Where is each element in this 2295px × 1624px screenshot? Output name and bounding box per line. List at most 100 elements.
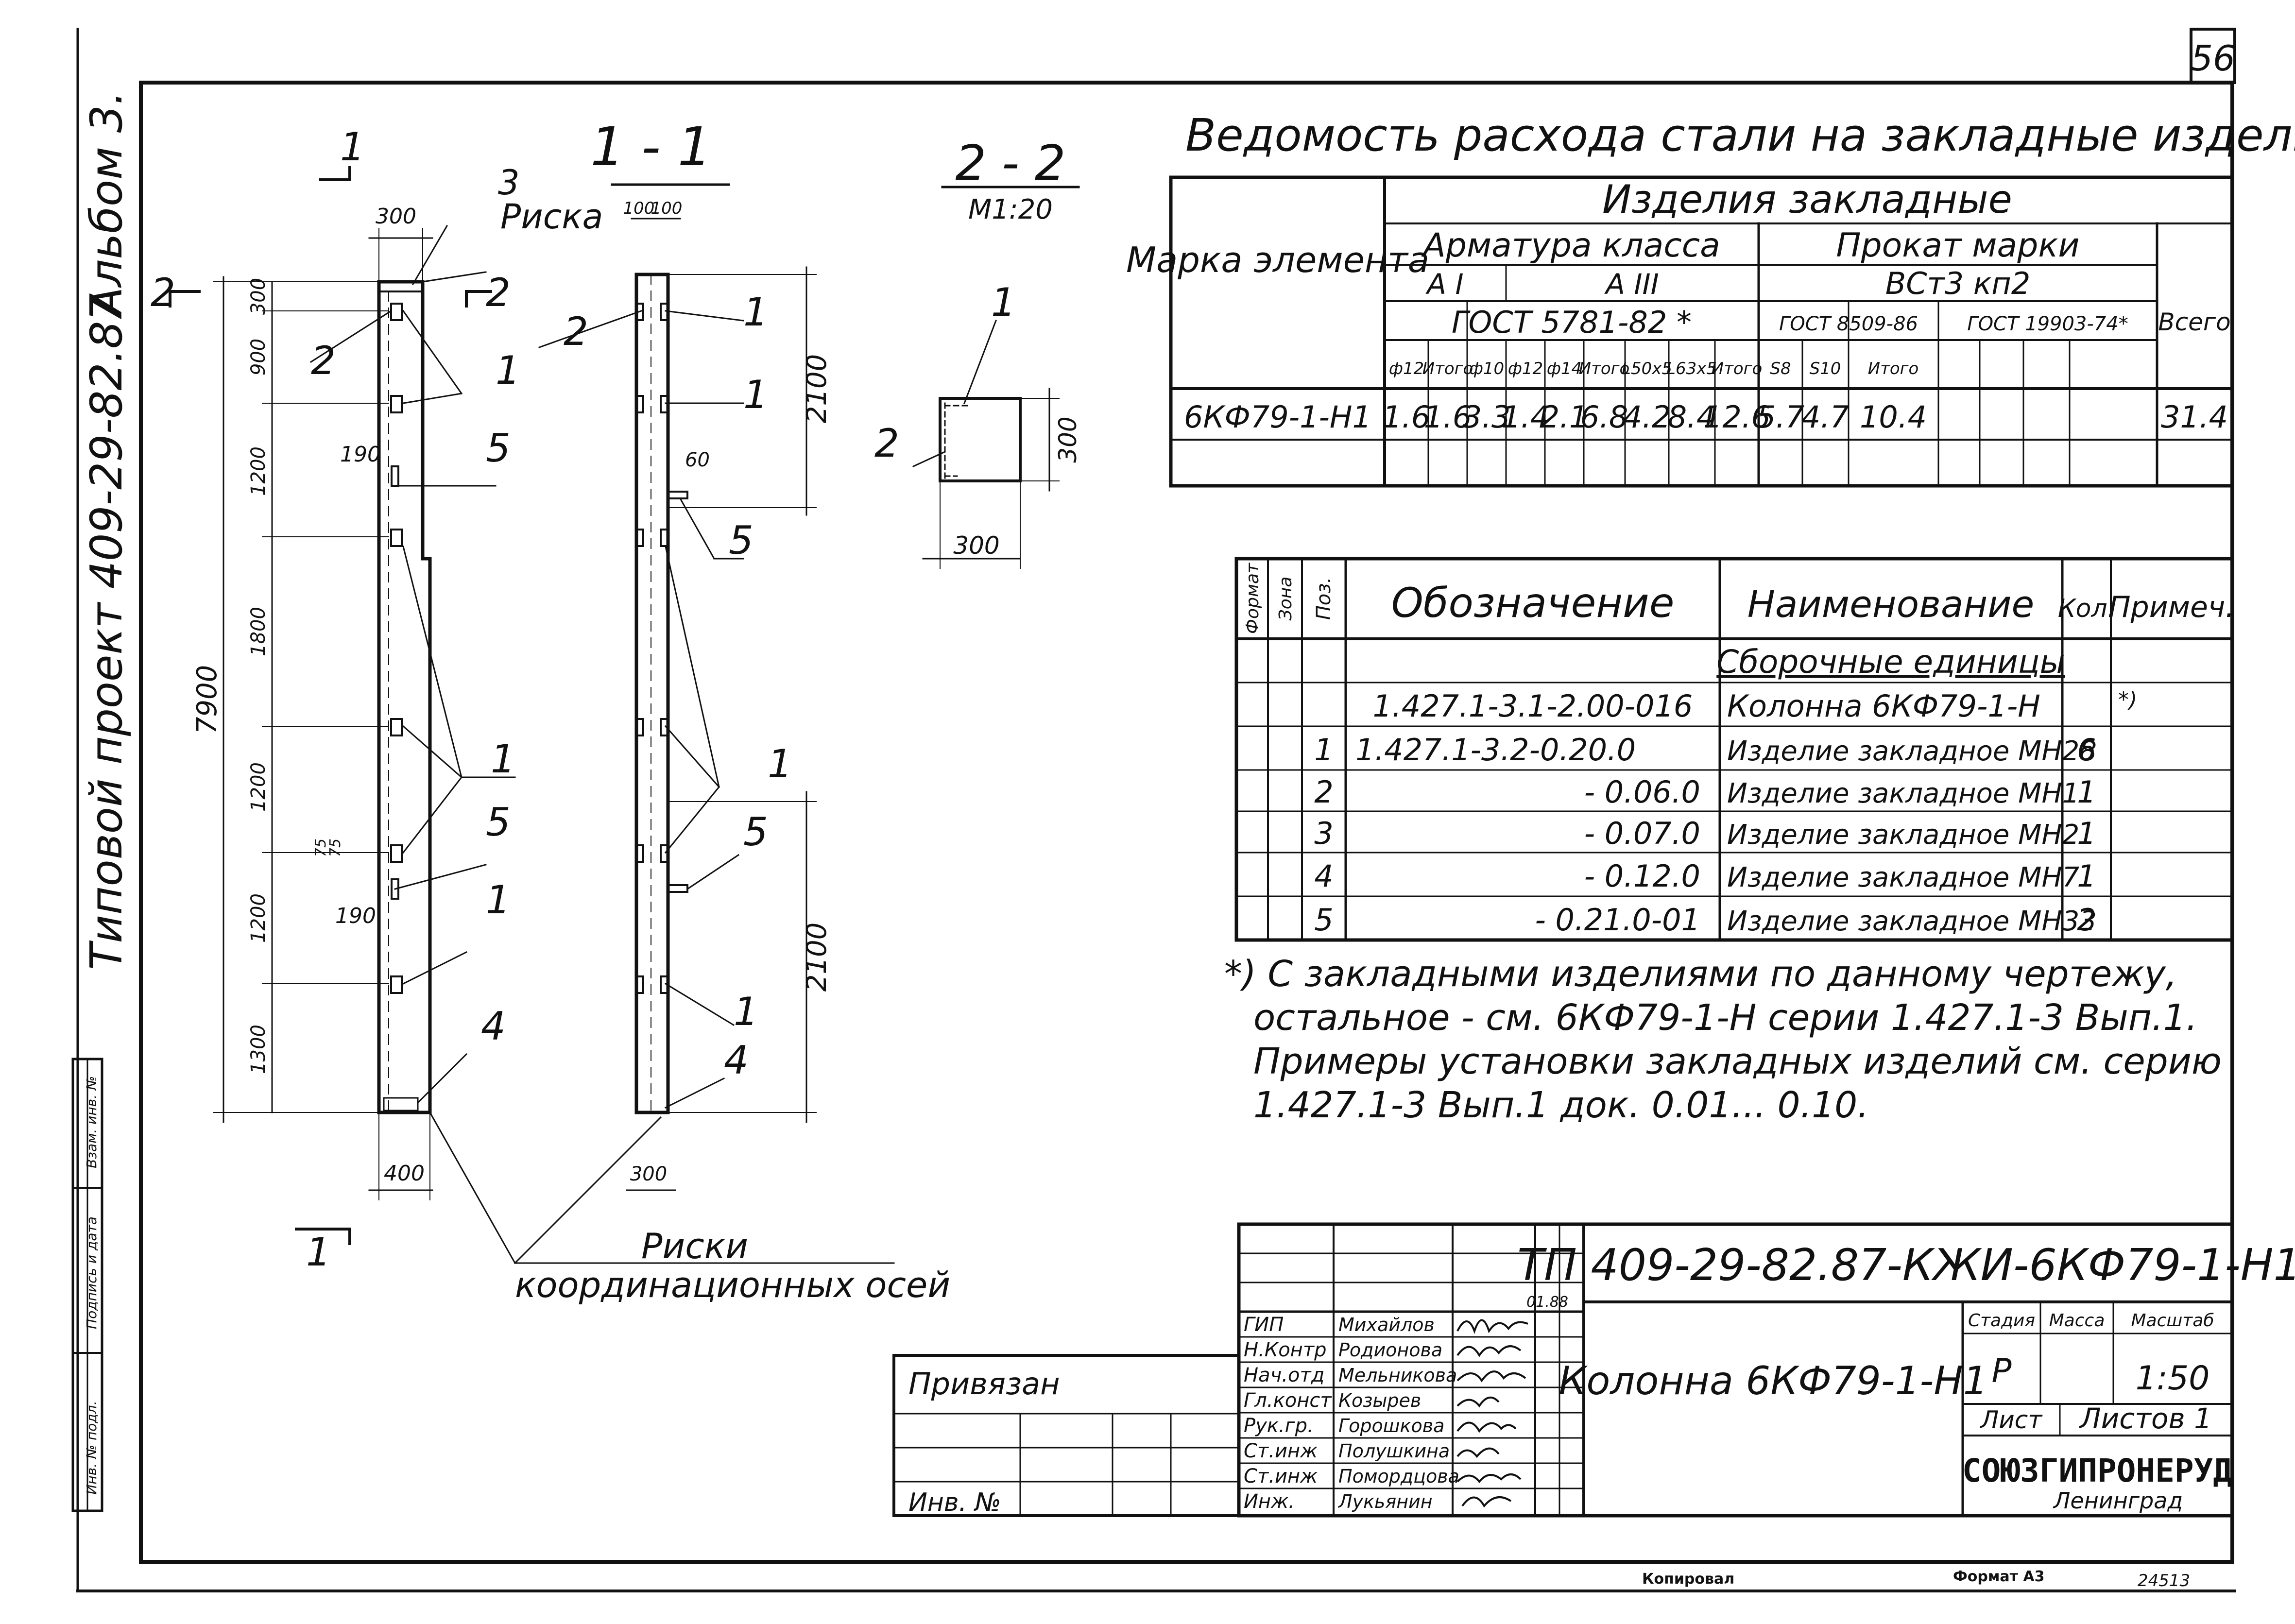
steel-subheader: L63х5 (1666, 359, 1717, 378)
spec-row: 5 - 0.21.0-01 Изделие закладное МН33 2 (1314, 902, 2097, 938)
title-stage-label: Стадия (1968, 1311, 2035, 1331)
dimension-label: 900 (247, 339, 270, 376)
steel-subheaders: ф12 Итого ф10 ф12 ф14 Итого L50х5 L63х5 … (1389, 359, 1919, 378)
title-doc-code: ТП 409-29-82.87-КЖИ-6КФ79-1-Н1 (1517, 1240, 2295, 1291)
dimension-label: 100 (651, 199, 683, 218)
spec-row: 1 1.427.1-3.2-0.20.0 Изделие закладное М… (1314, 732, 2097, 768)
spec-pos: 2 (1314, 774, 1333, 810)
steel-class-a1: А I (1425, 268, 1463, 301)
section-1-1 (538, 183, 817, 1191)
inventory-stamp: 24513 (2138, 1571, 2190, 1590)
title-person: Родионова (1338, 1339, 1442, 1361)
position-callout: 2 (874, 421, 899, 466)
steel-class-a3: А III (1604, 268, 1659, 301)
position-callout: 1 (743, 290, 768, 335)
footnote-line: остальное - см. 6КФ79-1-Н серии 1.427.1-… (1253, 997, 2197, 1039)
spec-header-name: Наименование (1747, 582, 2035, 626)
title-role: Рук.гр. (1244, 1415, 1314, 1437)
spec-pos: 5 (1314, 902, 1333, 938)
spec-name: Изделие закладное МН7 (1727, 862, 2080, 893)
section-1-1-title: 1 - 1 (590, 116, 712, 178)
sheet-number: 56 (2191, 38, 2235, 79)
footnote-line: Примеры установки закладных изделий см. … (1253, 1041, 2222, 1082)
spec-pos: 3 (1314, 816, 1333, 851)
format-label: Формат А3 (1953, 1568, 2045, 1585)
spec-designation: - 0.06.0 (1584, 774, 1700, 810)
spec-qty: 6 (2077, 732, 2096, 768)
elevation-section-label: 2 (151, 270, 175, 315)
dimension-label: 1200 (247, 762, 270, 812)
title-person: Мельникова (1338, 1365, 1457, 1386)
spec-header-zone: Зона (1276, 577, 1296, 621)
steel-mark-header: Марка элемента (1126, 239, 1429, 280)
elevation-section-label: 1 (340, 124, 365, 170)
spec-designation: - 0.21.0-01 (1535, 902, 1700, 938)
position-callout: 1 (743, 372, 768, 417)
column-elevation (169, 166, 895, 1265)
steel-row-value: 12.6 (1703, 399, 1770, 435)
title-date: 01.88 (1526, 1294, 1568, 1311)
title-block (1237, 1222, 2234, 1518)
position-callout: 5 (743, 809, 768, 855)
steel-gost-19903: ГОСТ 19903-74* (1967, 313, 2128, 335)
spec-qty: 1 (2077, 774, 2096, 810)
steel-row-value: 1.6 (1424, 399, 1472, 435)
steel-subheader: ф10 (1469, 359, 1504, 378)
side-stamp (71, 1058, 103, 1512)
title-org: СОЮЗГИПРОНЕРУД (1962, 1452, 2232, 1489)
position-callout: 1 (491, 736, 515, 782)
dimension-label: 190 (340, 442, 381, 467)
position-callout: 5 (486, 800, 511, 845)
steel-row-total: 31.4 (2161, 399, 2228, 435)
title-person: Лукьянин (1337, 1491, 1433, 1512)
steel-row-value: 6.8 (1580, 399, 1628, 435)
title-scale-label: Масштаб (2131, 1311, 2214, 1331)
binding-inv-label: Инв. № (908, 1488, 1001, 1517)
steel-grade: ВСт3 кп2 (1885, 266, 2031, 301)
spec-row: 4 - 0.12.0 Изделие закладное МН7 1 (1314, 858, 2096, 894)
dimension-label: 100 (623, 199, 655, 218)
steel-row-value: 4.2 (1623, 399, 1671, 435)
spec-pos: 4 (1314, 858, 1333, 894)
position-callout: 5 (729, 518, 754, 563)
spec-name: Изделие закладное МН28 (1727, 735, 2097, 767)
spec-pos: 1 (1314, 732, 1333, 768)
title-city: Ленинград (2053, 1487, 2183, 1514)
title-person: Помордцова (1338, 1466, 1459, 1487)
title-person: Козырев (1338, 1390, 1421, 1411)
spec-name: Изделие закладное МН33 (1727, 906, 2097, 937)
spec-designation: 1.427.1-3.1-2.00-016 (1373, 688, 1693, 724)
spec-header-format: Формат (1243, 563, 1263, 634)
section-2-2-title: 2 - 2 (956, 135, 1066, 191)
riska-label: Риска (500, 197, 603, 237)
signature-scribbles (1456, 1319, 1528, 1508)
steel-table-grid (1169, 175, 2234, 488)
title-person: Полушкина (1338, 1440, 1450, 1462)
steel-subheader: S10 (1810, 359, 1841, 378)
steel-gost-rebar: ГОСТ 5781-82 * (1452, 305, 1692, 340)
spec-row: 2 - 0.06.0 Изделие закладное МН1 1 (1314, 774, 2096, 810)
section-2-2-scale: М1:20 (968, 194, 1053, 225)
spec-qty: 1 (2077, 816, 2096, 851)
dimension-label: 60 (685, 449, 710, 471)
steel-subheader: ф12 (1508, 359, 1543, 378)
steel-subheader: Итого (1422, 359, 1473, 378)
steel-row-value: 1.4 (1502, 399, 1550, 435)
dimension-label: 2100 (801, 923, 833, 992)
spec-designation: 1.427.1-3.2-0.20.0 (1355, 732, 1636, 768)
title-people: Михайлов Родионова Мельникова Козырев Го… (1337, 1314, 1459, 1512)
title-role: Ст.инж (1244, 1440, 1318, 1462)
spec-name: Изделие закладное МН1 (1727, 778, 2079, 809)
steel-subheader: ф12 (1389, 359, 1424, 378)
spec-qty: 1 (2077, 858, 2096, 894)
steel-total-header: Всего (2158, 308, 2230, 336)
dimension-label: 300 (953, 531, 999, 560)
dimension-label: 2100 (801, 354, 833, 424)
spec-name: Колонна 6КФ79-1-Н (1727, 688, 2040, 724)
coord-marks-line2: координационных осей (515, 1265, 950, 1305)
title-mass-label: Масса (2049, 1311, 2105, 1331)
title-scale: 1:50 (2136, 1359, 2210, 1398)
copied-label: Копировал (1642, 1571, 1734, 1588)
spec-designation: - 0.12.0 (1584, 858, 1700, 894)
